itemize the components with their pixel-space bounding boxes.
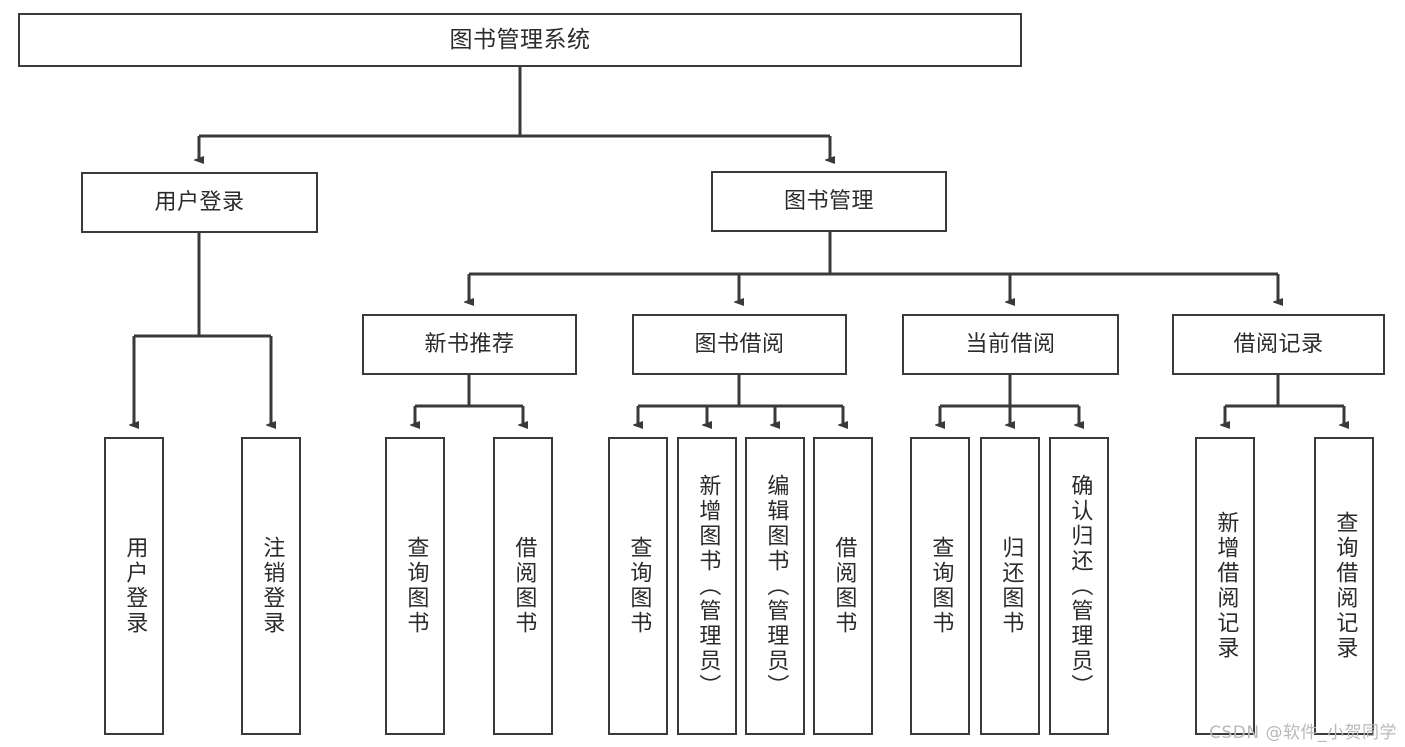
node-root-system[interactable]: 图书管理系统 bbox=[18, 13, 1022, 67]
node-book-management[interactable]: 图书管理 bbox=[711, 171, 947, 232]
leaf-current-borrow-confirm-return[interactable]: 确认归还（管理员） bbox=[1049, 437, 1109, 735]
leaf-user-login-logout[interactable]: 注销登录 bbox=[241, 437, 301, 735]
leaf-label: 注销登录 bbox=[259, 536, 285, 636]
leaf-book-borrow-borrow[interactable]: 借阅图书 bbox=[813, 437, 873, 735]
leaf-book-borrow-add[interactable]: 新增图书（管理员） bbox=[677, 437, 737, 735]
leaf-book-borrow-query[interactable]: 查询图书 bbox=[608, 437, 668, 735]
leaf-label: 查询借阅记录 bbox=[1332, 511, 1358, 661]
leaf-label: 查询图书 bbox=[626, 536, 652, 636]
leaf-borrow-record-query[interactable]: 查询借阅记录 bbox=[1314, 437, 1374, 735]
leaf-label: 新增图书（管理员） bbox=[695, 473, 721, 699]
leaf-current-borrow-query[interactable]: 查询图书 bbox=[910, 437, 970, 735]
csdn-watermark: CSDN @软件_小贺同学 bbox=[1209, 723, 1397, 743]
node-book-borrow[interactable]: 图书借阅 bbox=[632, 314, 847, 375]
leaf-label: 新增借阅记录 bbox=[1213, 511, 1239, 661]
leaf-new-book-borrow[interactable]: 借阅图书 bbox=[493, 437, 553, 735]
node-borrow-record[interactable]: 借阅记录 bbox=[1172, 314, 1385, 375]
leaf-new-book-query[interactable]: 查询图书 bbox=[385, 437, 445, 735]
node-new-book-recommend[interactable]: 新书推荐 bbox=[362, 314, 577, 375]
leaf-label: 借阅图书 bbox=[831, 536, 857, 636]
leaf-label: 查询图书 bbox=[403, 536, 429, 636]
leaf-borrow-record-add[interactable]: 新增借阅记录 bbox=[1195, 437, 1255, 735]
leaf-label: 编辑图书（管理员） bbox=[763, 473, 789, 699]
leaf-label: 确认归还（管理员） bbox=[1067, 473, 1093, 699]
leaf-current-borrow-return[interactable]: 归还图书 bbox=[980, 437, 1040, 735]
node-user-login[interactable]: 用户登录 bbox=[81, 172, 318, 233]
leaf-user-login-login[interactable]: 用户登录 bbox=[104, 437, 164, 735]
leaf-label: 查询图书 bbox=[928, 536, 954, 636]
leaf-label: 借阅图书 bbox=[511, 536, 537, 636]
leaf-book-borrow-edit[interactable]: 编辑图书（管理员） bbox=[745, 437, 805, 735]
node-current-borrow[interactable]: 当前借阅 bbox=[902, 314, 1119, 375]
leaf-label: 用户登录 bbox=[122, 536, 148, 636]
leaf-label: 归还图书 bbox=[998, 536, 1024, 636]
